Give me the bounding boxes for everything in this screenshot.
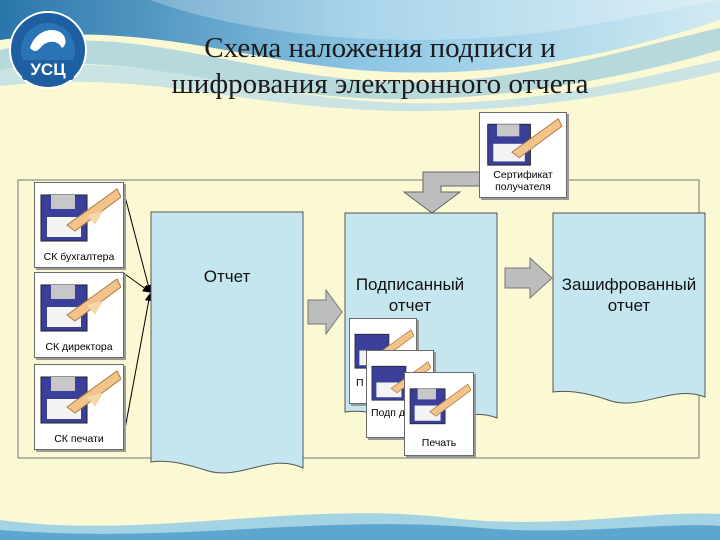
director-key-label: СК директора	[45, 341, 113, 353]
arrow-signed-to-encrypted	[504, 256, 553, 300]
footer-wave	[0, 513, 720, 540]
report-document	[150, 211, 304, 474]
floppy-key-icon	[409, 383, 471, 425]
connector-director	[121, 271, 151, 293]
signature-stamp-label: Печать	[421, 437, 457, 449]
accountant-key-label: СК бухгалтера	[43, 251, 115, 263]
floppy-key-icon	[487, 118, 563, 166]
connector-stamp	[121, 293, 153, 446]
encrypted-report-text: Зашифрованный отчет	[561, 275, 697, 315]
header-banner	[0, 0, 720, 112]
director-key-card: СК директора	[34, 272, 124, 358]
floppy-key-icon	[40, 370, 121, 424]
accountant-key-card: СК бухгалтера	[34, 182, 124, 268]
signed-report-text: Подписанный отчет	[355, 275, 465, 315]
usc-logo: УСЦ	[8, 10, 88, 100]
certificate-card: Сертификат получателя	[479, 112, 567, 198]
title-line-2: шифрования электронного отчета	[171, 68, 589, 100]
certificate-label: Сертификат получателя	[493, 169, 553, 193]
stamp-key-card: СК печати	[34, 364, 124, 450]
signature-card-stamp: Печать	[404, 372, 474, 456]
floppy-key-icon	[40, 278, 121, 332]
arrow-report-to-signed	[307, 288, 343, 336]
stamp-key-label: СК печати	[54, 433, 104, 445]
encrypted-report-document	[552, 212, 706, 404]
floppy-key-icon	[40, 188, 121, 242]
title-line-1: Схема наложения подписи и	[204, 32, 556, 64]
logo-text: УСЦ	[30, 60, 66, 79]
connector-accountant	[121, 184, 153, 293]
page-title: Схема наложения подписи и шифрования эле…	[120, 30, 640, 102]
report-text: Отчет	[203, 267, 251, 286]
